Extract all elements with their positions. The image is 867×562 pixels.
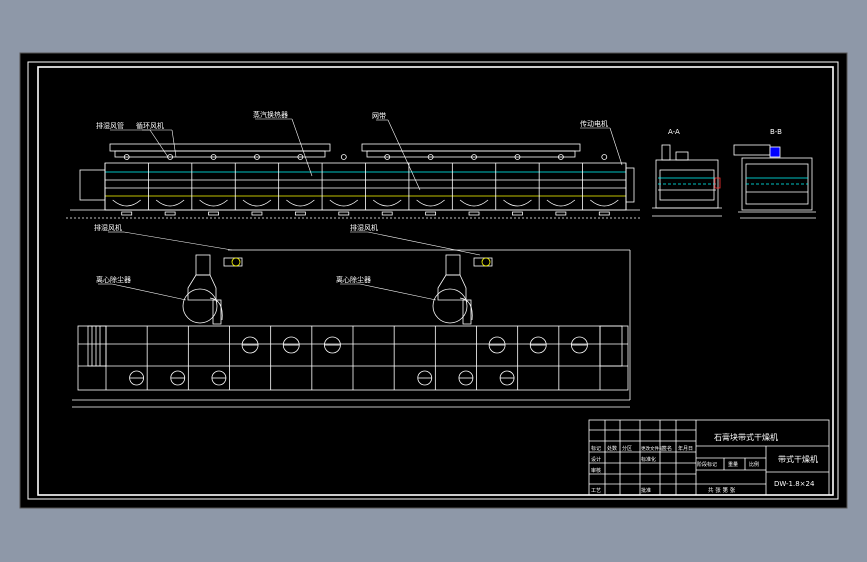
fan-symbol — [123, 154, 130, 160]
title-block — [588, 419, 830, 496]
plan-view — [72, 249, 631, 408]
fan-symbol — [167, 154, 174, 160]
drawing-name: 带式干燥机 — [778, 454, 818, 464]
label-section-a-a: A-A — [668, 128, 680, 136]
side-view-labels: 排湿风管 循环风机 蒸汽换热器 网带 传动电机 — [96, 110, 608, 130]
label-drive-motor: 传动电机 — [580, 119, 608, 128]
support-foot — [251, 211, 263, 216]
support-foot — [294, 211, 306, 216]
tb-r0-c1: 标记 — [591, 445, 601, 452]
label-circulation-fan: 循环风机 — [136, 121, 164, 130]
section-b-b-view — [733, 144, 816, 219]
support-foot — [512, 211, 523, 216]
hopper-curve — [503, 199, 532, 207]
drawing-sheet — [19, 52, 848, 509]
hopper-curve — [590, 199, 619, 207]
tb-r0-c4: 更改文件号 — [641, 445, 664, 452]
hopper-curve — [112, 199, 141, 207]
support-foot — [381, 211, 393, 216]
hopper-curve — [242, 199, 272, 207]
support-foot — [468, 211, 480, 216]
fan-symbol — [297, 154, 304, 160]
hopper-curve — [372, 199, 402, 207]
weight-header: 重量 — [728, 461, 738, 468]
hopper-curve — [546, 199, 576, 207]
tb-r3-c1: 工艺 — [591, 488, 601, 494]
project-name: 石膏块带式干燥机 — [714, 432, 778, 442]
tb-r1-c1: 设计 — [591, 456, 601, 463]
support-foot — [598, 211, 610, 216]
label-mesh-belt: 网带 — [372, 112, 386, 120]
hopper-curve — [416, 199, 445, 207]
cyclone-assembly-left — [182, 254, 243, 325]
hopper-curve — [329, 199, 359, 207]
label-cyclone-left: 离心除尘器 — [96, 275, 131, 284]
hopper-curve — [286, 199, 315, 207]
fan-symbol — [427, 154, 434, 160]
section-a-a-view — [652, 144, 722, 217]
support-foot — [208, 211, 219, 216]
tb-r0-c3: 分区 — [622, 445, 632, 452]
label-section-b-b: B-B — [770, 128, 782, 136]
side-elevation-view — [66, 143, 640, 219]
title-block-text: 石膏块带式干燥机 带式干燥机 DW-1.8×24 阶段标记 重量 比例 共 张 … — [591, 432, 818, 494]
support-foot — [555, 211, 567, 216]
support-foot — [164, 211, 176, 216]
label-exhaust-fan-right: 排湿风机 — [350, 223, 378, 232]
fan-symbol — [471, 154, 477, 160]
drawing-number: DW-1.8×24 — [774, 480, 815, 488]
tb-r0-c5: 签名 — [662, 445, 672, 452]
tb-r1-c4: 标准化 — [641, 456, 656, 463]
label-steam-heater: 蒸汽换热器 — [253, 110, 288, 119]
plan-callouts — [98, 231, 481, 301]
support-foot — [338, 211, 350, 216]
stage-mark-header: 阶段标记 — [697, 461, 717, 468]
inner-border — [37, 66, 834, 496]
outer-border — [27, 61, 839, 500]
fan-symbol — [384, 154, 391, 160]
fan-symbol — [210, 154, 217, 160]
fan-symbol — [254, 154, 260, 160]
tb-r3-c4: 批准 — [641, 487, 651, 494]
label-exhaust-duct: 排湿风管 — [96, 121, 124, 130]
fan-symbol — [340, 154, 347, 160]
plan-labels: 排湿风机 离心除尘器 排湿风机 离心除尘器 — [94, 223, 378, 284]
label-exhaust-fan-left: 排湿风机 — [94, 223, 122, 232]
support-foot — [121, 211, 133, 216]
hopper-curve — [155, 199, 185, 207]
hopper-curve — [459, 199, 489, 207]
sheet-count: 共 张 第 张 — [708, 486, 736, 494]
scale-header: 比例 — [749, 461, 759, 468]
tb-r2-c1: 审核 — [591, 467, 601, 474]
tb-r0-c6: 年月日 — [678, 445, 693, 452]
hopper-curve — [199, 199, 228, 207]
fan-symbol — [514, 154, 521, 160]
label-cyclone-right: 离心除尘器 — [336, 275, 371, 284]
side-view-callouts — [110, 118, 623, 191]
cyclone-assembly-right — [432, 254, 493, 325]
fan-symbol — [601, 154, 608, 160]
support-foot — [425, 211, 437, 216]
tb-r0-c2: 处数 — [607, 445, 617, 452]
fan-symbol — [557, 154, 564, 160]
